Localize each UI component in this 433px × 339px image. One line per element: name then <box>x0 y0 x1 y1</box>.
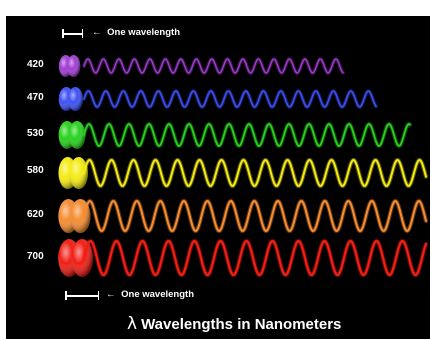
wave-420 <box>83 58 344 74</box>
wave-530 <box>83 122 411 148</box>
wavelength-label-580: 580 <box>27 165 44 176</box>
wave-source-blob-700 <box>58 239 94 277</box>
wave-470 <box>83 90 377 108</box>
wave-620 <box>82 199 428 233</box>
wavelength-label-420: 420 <box>27 59 44 70</box>
wave-source-blob-530 <box>58 121 86 149</box>
wavelength-label-530: 530 <box>27 128 44 139</box>
scale-note-bottom-text: One wavelength <box>121 289 194 300</box>
scale-note-bottom: ← One wavelength <box>106 289 194 300</box>
wave-700 <box>82 239 428 277</box>
arrow-left-icon: ← <box>106 289 116 300</box>
lambda-symbol: λ <box>127 314 138 334</box>
wavelength-label-700: 700 <box>27 251 44 262</box>
wave-source-blob-580 <box>58 157 88 189</box>
wave-source-blob-420 <box>58 55 81 77</box>
wave-580 <box>83 159 427 187</box>
scale-bar-bottom <box>65 291 99 300</box>
wavelength-label-620: 620 <box>27 209 44 220</box>
caption-text: Wavelengths in Nanometers <box>141 316 342 333</box>
scale-note-top-text: One wavelength <box>107 27 180 38</box>
arrow-left-icon: ← <box>92 27 102 38</box>
wavelength-label-470: 470 <box>27 92 44 103</box>
scale-note-top: ← One wavelength <box>92 27 180 38</box>
scale-bar-top <box>62 29 83 38</box>
wave-source-blob-470 <box>58 87 83 111</box>
